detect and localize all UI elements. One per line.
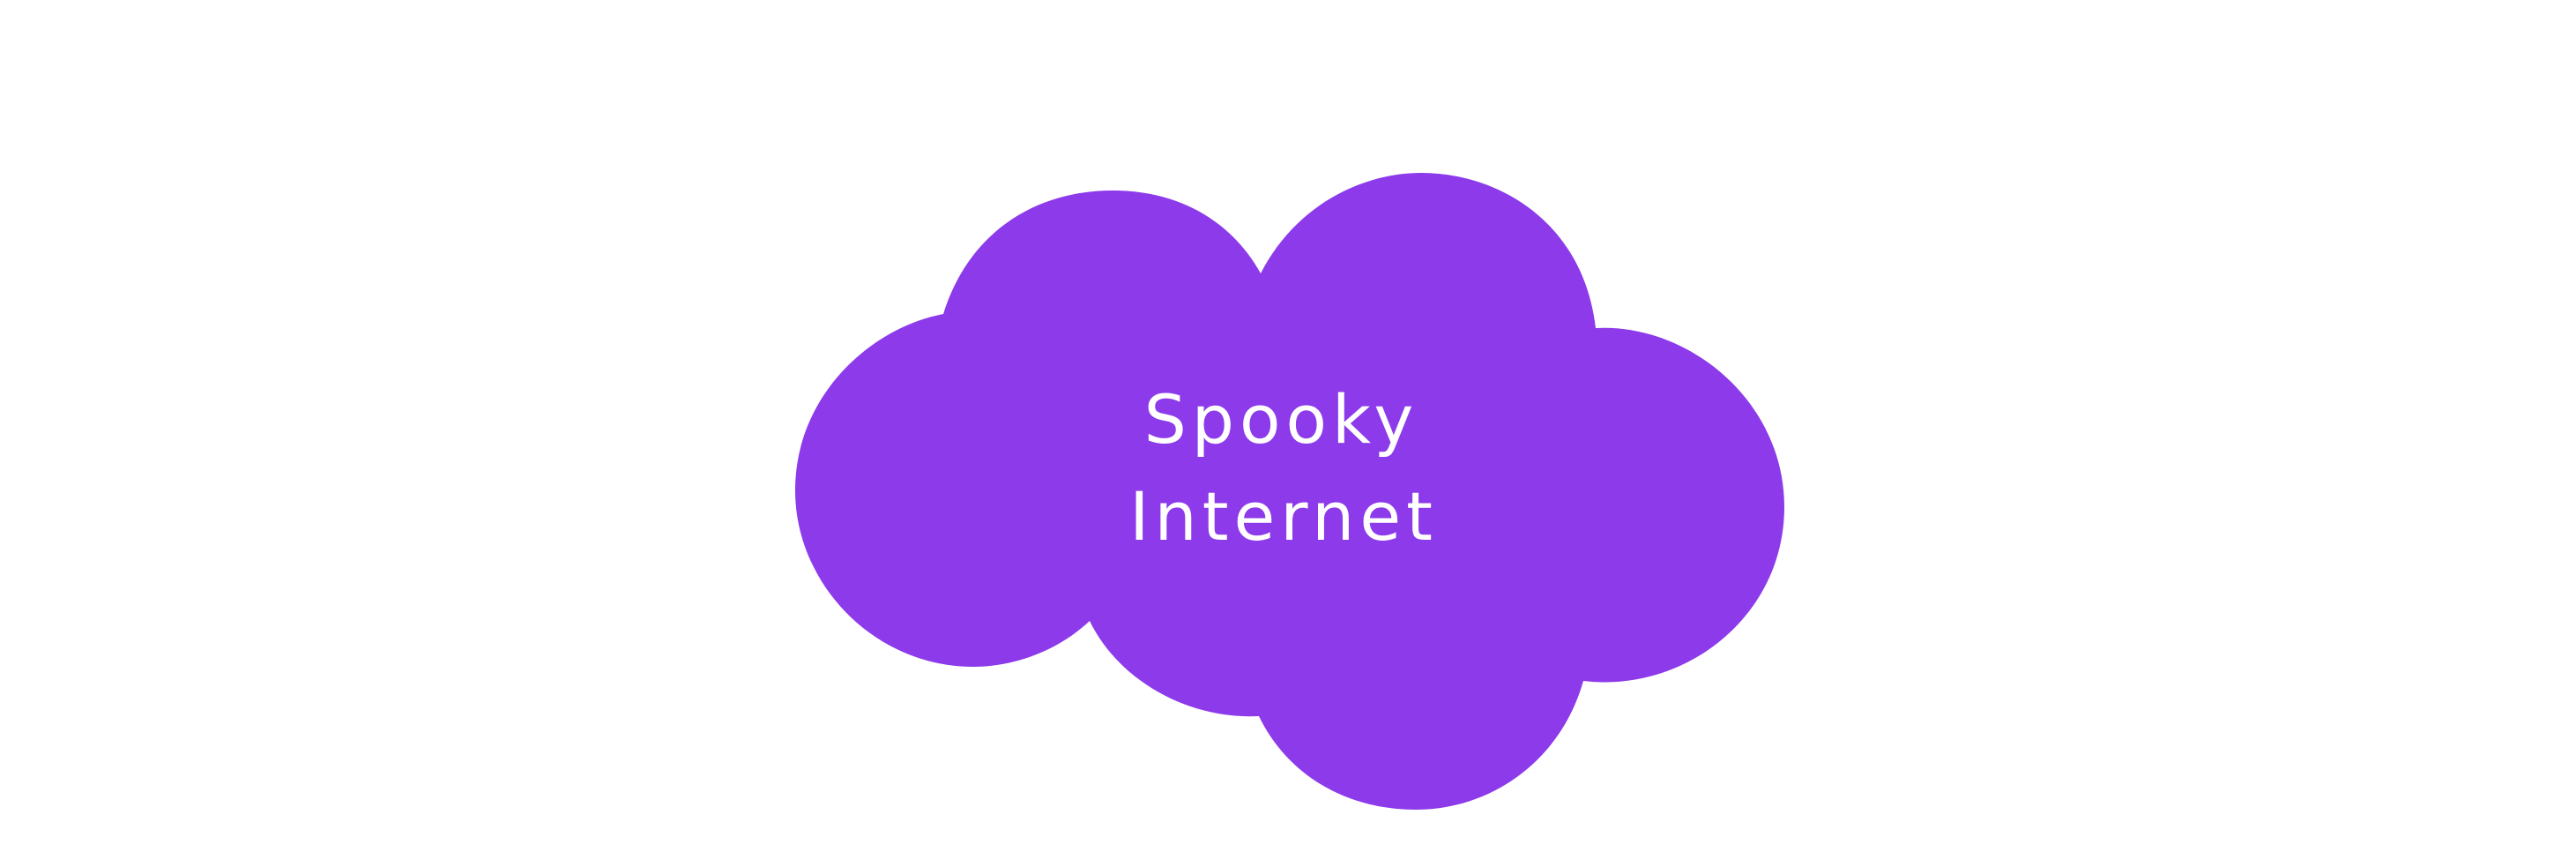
cloud-label: Spooky Internet	[1129, 380, 1438, 556]
spooky-internet-cloud: Spooky Internet	[795, 173, 1784, 810]
cloud-label-line-1: Spooky	[1144, 380, 1419, 459]
cloud-label-line-2: Internet	[1129, 477, 1438, 556]
cloud-shape	[795, 173, 1784, 810]
